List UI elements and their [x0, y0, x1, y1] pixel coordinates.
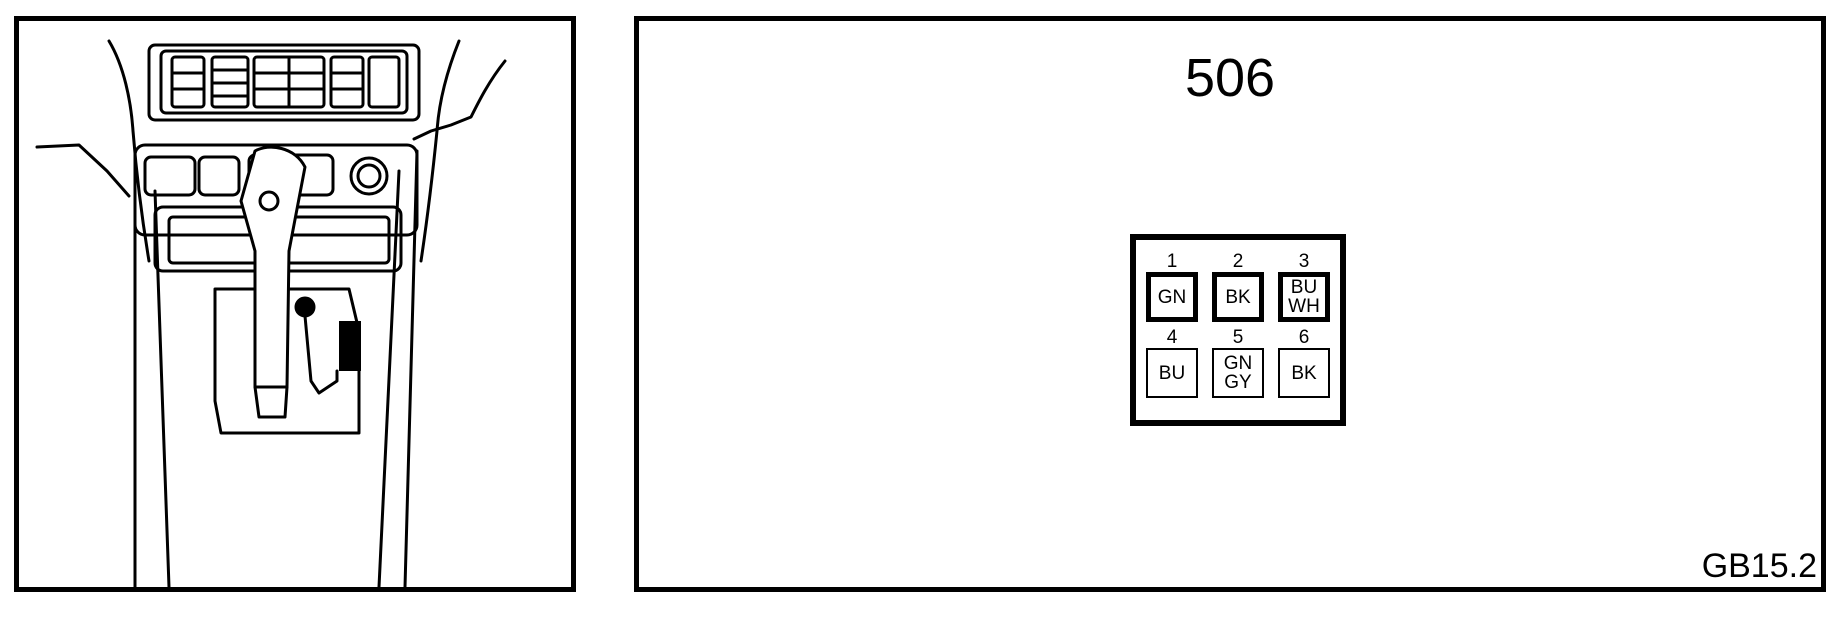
wire-color-label: BU — [1158, 362, 1186, 384]
pin-cavity: BU — [1146, 348, 1198, 398]
pin-6: 6 BK — [1278, 328, 1330, 398]
pin-number: 6 — [1298, 327, 1310, 348]
connector-title: 506 — [1184, 48, 1276, 108]
pin-number: 2 — [1232, 251, 1244, 272]
pin-cavity: GN GY — [1212, 348, 1264, 398]
connector-view-panel: 506 1 GN 2 BK 3 BU WH 4 BU 5 GN GY 6 BK … — [634, 16, 1826, 592]
pin-5: 5 GN GY — [1212, 328, 1264, 398]
pin-3: 3 BU WH — [1278, 252, 1330, 322]
pin-cavity: BK — [1212, 272, 1264, 322]
pin-1: 1 GN — [1146, 252, 1198, 322]
pin-number: 1 — [1166, 251, 1178, 272]
wire-color-label: GN — [1157, 286, 1187, 308]
wire-color-label: BU WH — [1288, 277, 1320, 317]
pin-4: 4 BU — [1146, 328, 1198, 398]
pin-cavity: GN — [1146, 272, 1198, 322]
pin-number: 3 — [1298, 251, 1310, 272]
location-illustration-panel — [14, 16, 576, 592]
pin-number: 5 — [1232, 327, 1244, 348]
pin-cavity: BK — [1278, 348, 1330, 398]
pin-2: 2 BK — [1212, 252, 1264, 322]
wire-color-label: BK — [1225, 286, 1251, 308]
connector-face: 1 GN 2 BK 3 BU WH 4 BU 5 GN GY 6 BK — [1130, 234, 1346, 426]
wire-color-label: GN GY — [1223, 353, 1253, 393]
wire-color-label: BK — [1291, 362, 1317, 384]
pin-cavity: BU WH — [1278, 272, 1330, 322]
center-console-illustration — [35, 39, 507, 587]
figure-reference-code: GB15.2 — [1701, 547, 1817, 585]
pin-number: 4 — [1166, 327, 1178, 348]
